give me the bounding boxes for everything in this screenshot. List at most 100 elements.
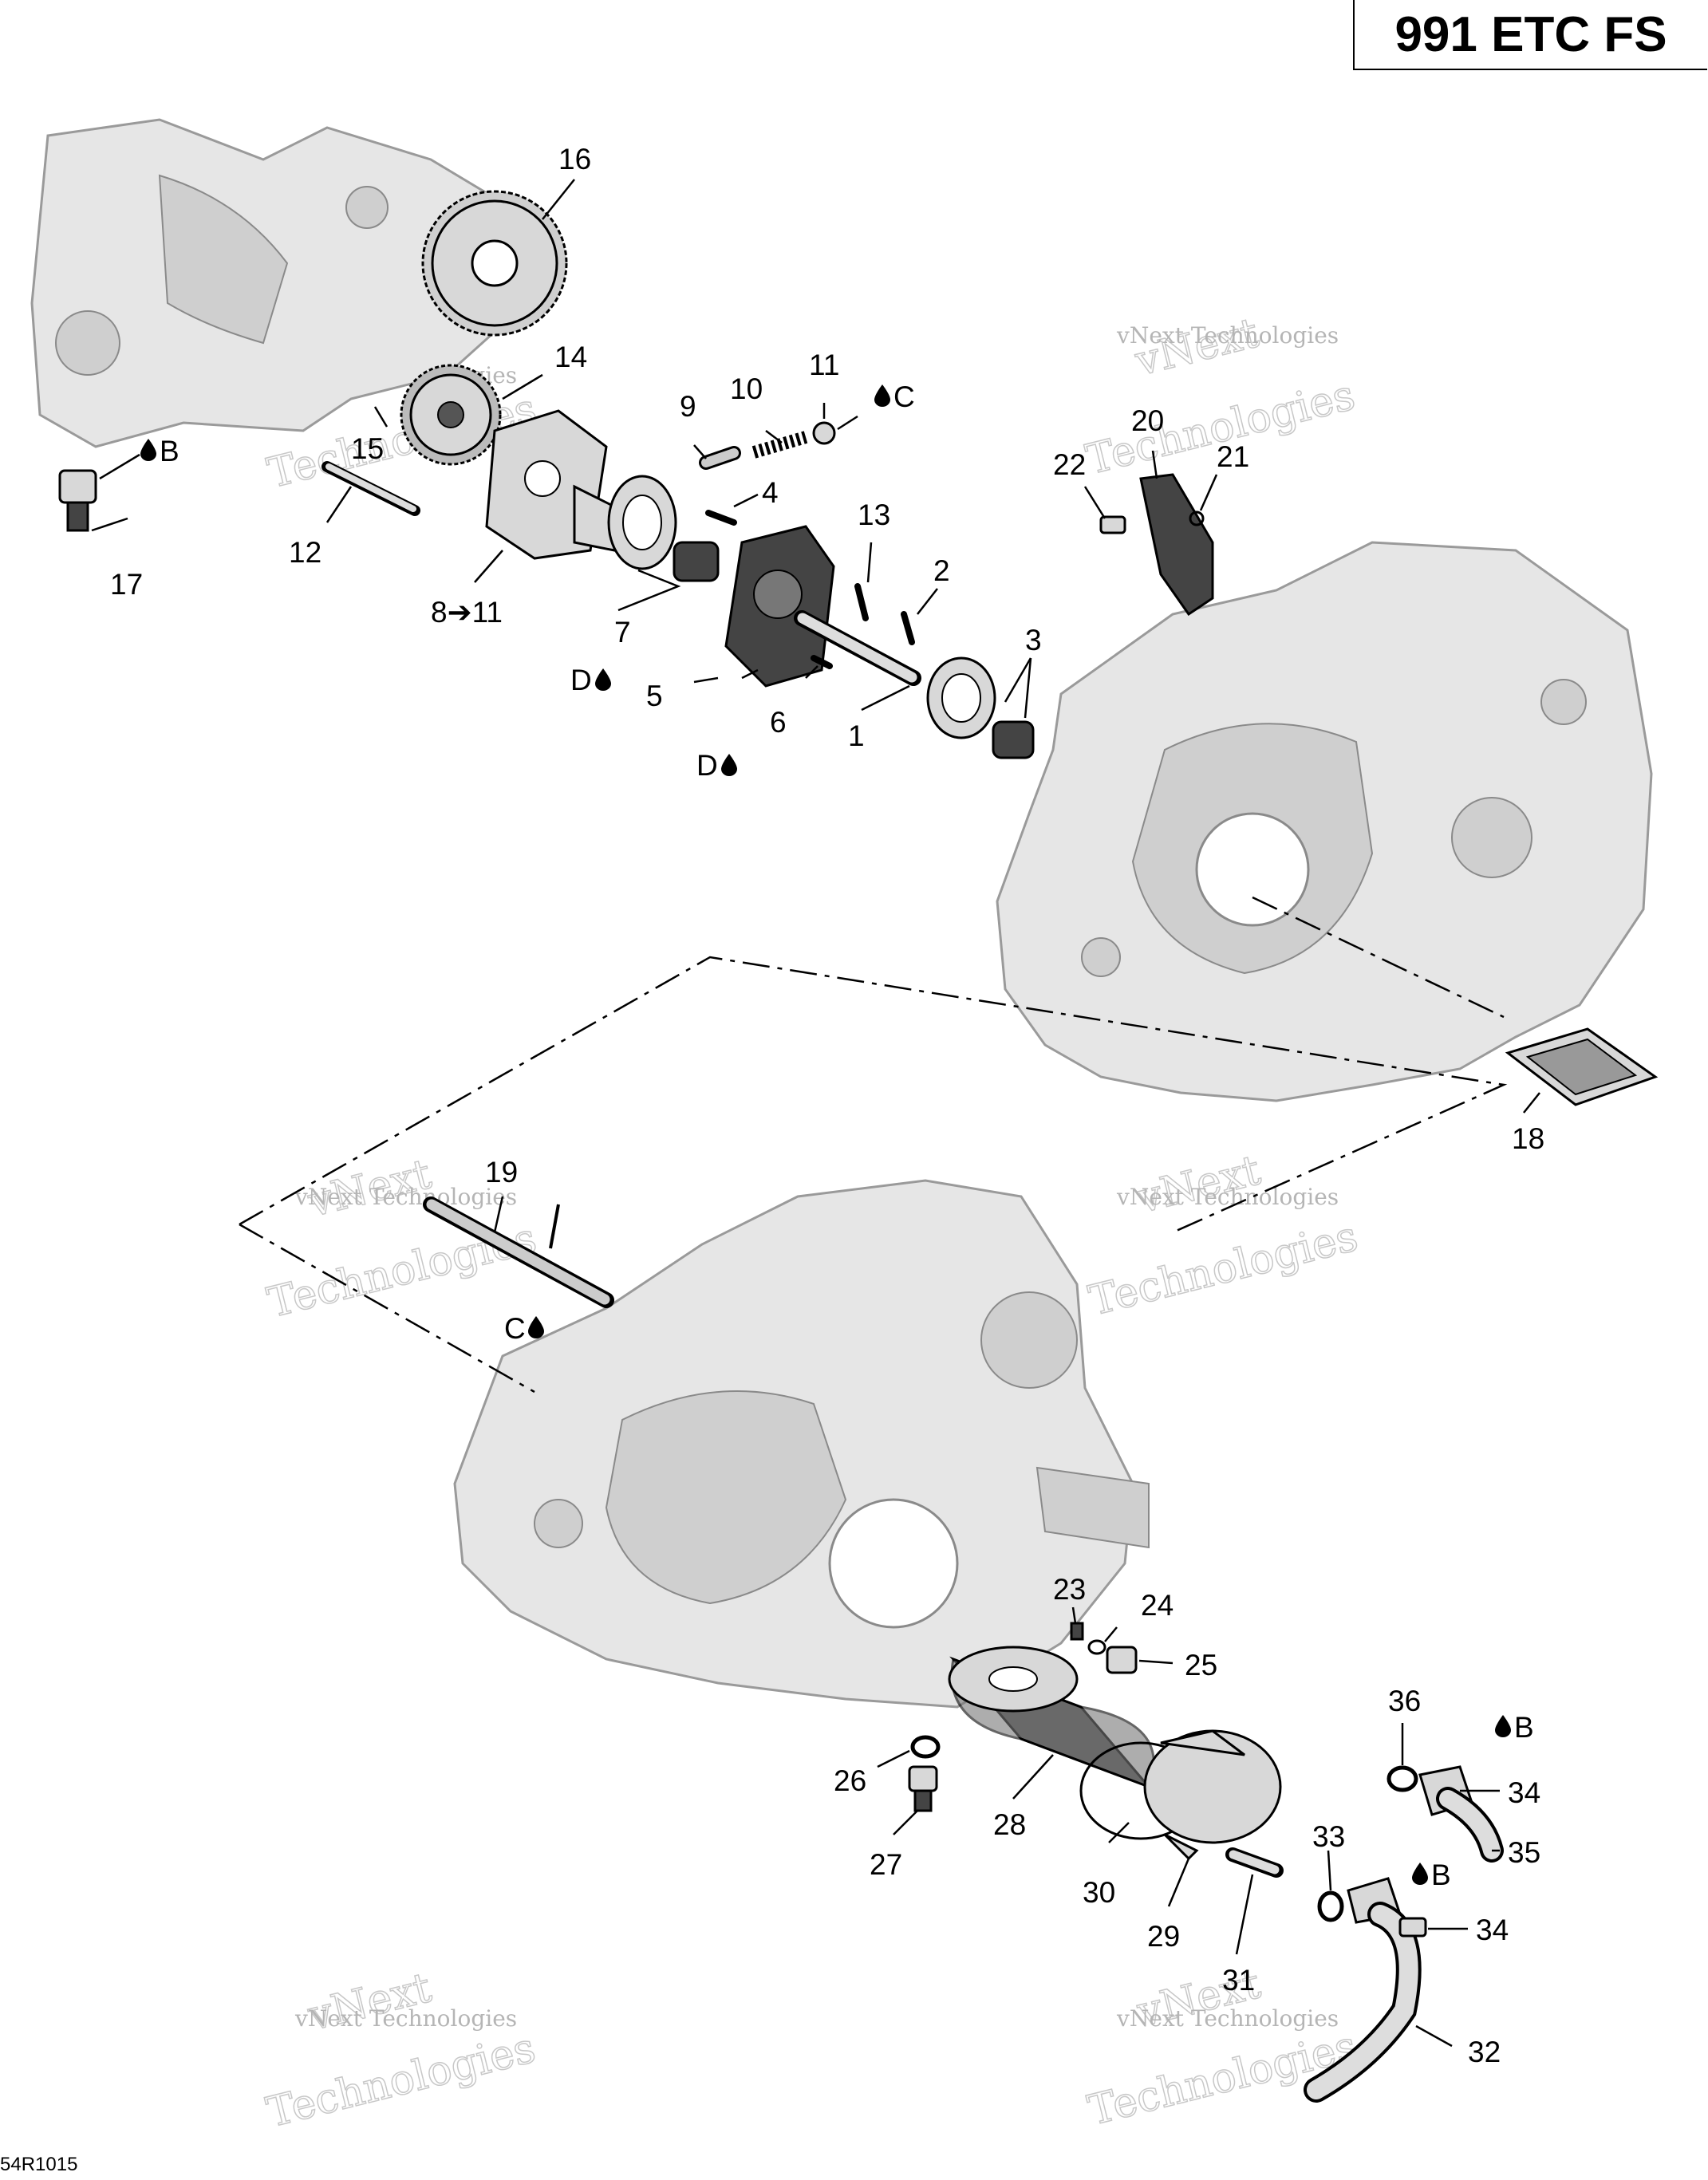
lubricant-mark-d: D [570,664,592,696]
lubricant-mark-b: B [160,435,179,467]
oil-drop-icon [721,754,737,776]
callout-21: 21 [1217,440,1249,473]
callout-1: 1 [848,719,865,752]
watermark-text: vNext Technologies [1116,1184,1339,1210]
part-33-oring [1317,1890,1344,1922]
lubricant-mark-b: B [1514,1711,1534,1744]
part-34-screw-lower [1398,1917,1427,1938]
oil-drop-icon [140,439,156,461]
callout-13: 13 [858,499,890,531]
callout-22: 22 [1053,448,1086,481]
callout-28: 28 [993,1808,1026,1841]
callout-14: 14 [554,341,587,373]
lubricant-marks: B C D D C B B [140,380,1534,1891]
callout-6: 6 [770,706,787,739]
callout-17: 17 [110,568,143,601]
part-23-pin [1070,1622,1084,1641]
part-20-bracket [1139,473,1214,617]
callout-18: 18 [1512,1122,1544,1155]
callout-23: 23 [1053,1573,1086,1606]
watermark-text: vNext Technologies [294,2005,517,2032]
part-7-rotors [607,475,720,582]
callout-36: 36 [1388,1685,1421,1717]
callout-numbers: 16 14 15 12 17 8➔11 7 9 10 11 4 13 2 6 5… [110,143,1544,2068]
callout-30: 30 [1083,1876,1115,1909]
lubricant-mark-d: D [696,749,718,782]
part-9-plunger [699,446,741,470]
watermark-text: Technologies [262,2024,539,2137]
part-35-elbow [1418,1765,1504,1863]
callout-12: 12 [289,536,321,569]
part-2-pin [901,611,915,645]
callout-27: 27 [870,1848,902,1881]
callout-34-upper: 34 [1508,1776,1540,1809]
callout-32: 32 [1468,2036,1501,2068]
callout-11: 11 [809,349,839,381]
callout-8-11: 8➔11 [431,596,503,629]
callout-4: 4 [762,476,779,509]
part-10-spring [751,431,808,459]
part-1-shaft [794,610,921,686]
callout-16: 16 [558,143,591,175]
part-14-gear [400,364,502,466]
callout-25: 25 [1185,1649,1217,1681]
part-3-rotors [926,656,1035,759]
part-18-strainer [1505,1027,1659,1106]
part-12-bolt [321,461,420,516]
part-27-drain-plug [908,1765,938,1812]
callout-15: 15 [351,432,384,465]
part-16-gear [421,190,568,337]
leader-lines [91,179,1540,2048]
part-26-washer [910,1735,941,1759]
callout-33: 33 [1312,1820,1345,1853]
callout-3: 3 [1025,624,1042,656]
part-13-pin [854,583,869,621]
callout-2: 2 [933,554,950,587]
callout-35: 35 [1508,1836,1540,1869]
callout-34-lower: 34 [1476,1914,1509,1946]
parts [58,190,1659,2103]
callout-19: 19 [485,1156,518,1189]
crankcase-right-half [996,541,1653,1102]
callout-24: 24 [1141,1589,1174,1622]
part-25-plug [1106,1646,1138,1674]
watermark-text: Technologies [263,1215,541,1327]
model-title: 991 ETC FS [1353,0,1707,70]
oil-drop-icon [1495,1715,1511,1737]
part-6-pin [811,655,833,669]
oil-drop-icon [528,1316,544,1338]
callout-29: 29 [1147,1920,1180,1953]
oil-drop-icon [874,384,890,407]
part-31-bolt [1225,1847,1284,1878]
part-5-pump-housing [724,525,835,688]
oil-drop-icon [595,668,611,691]
callout-9: 9 [680,390,696,423]
reference-code: 54R1015 [0,2154,78,2175]
lubricant-mark-c: C [893,380,915,413]
part-8-pump-cover [485,409,624,560]
watermark-text: vNext Technologies [1116,2005,1339,2032]
part-29-filter-cover [1143,1729,1282,1861]
callout-5: 5 [646,680,663,712]
part-4-pin [705,510,737,526]
part-19-shaft [423,1196,614,1308]
crankcase-upper-left [30,118,528,448]
callout-20: 20 [1131,404,1164,437]
crankcase-lower-half [453,1179,1150,1709]
model-code: 991 ETC FS [1394,6,1667,62]
watermark-text: Technologies [1084,1212,1362,1325]
callout-10: 10 [730,373,763,405]
part-24-oring [1087,1639,1106,1655]
callout-26: 26 [834,1764,866,1797]
part-11-plug [812,421,836,445]
assembly-plane-outline [239,896,1508,1394]
part-36-oring [1387,1765,1418,1792]
part-21-oring [1189,511,1205,526]
part-17-sensor [58,469,97,532]
callout-31: 31 [1222,1964,1255,1997]
oil-drop-icon [1412,1863,1428,1885]
lubricant-mark-c: C [504,1312,526,1345]
callout-7: 7 [614,616,631,648]
watermark-text: vNext Technologies [1116,322,1339,349]
